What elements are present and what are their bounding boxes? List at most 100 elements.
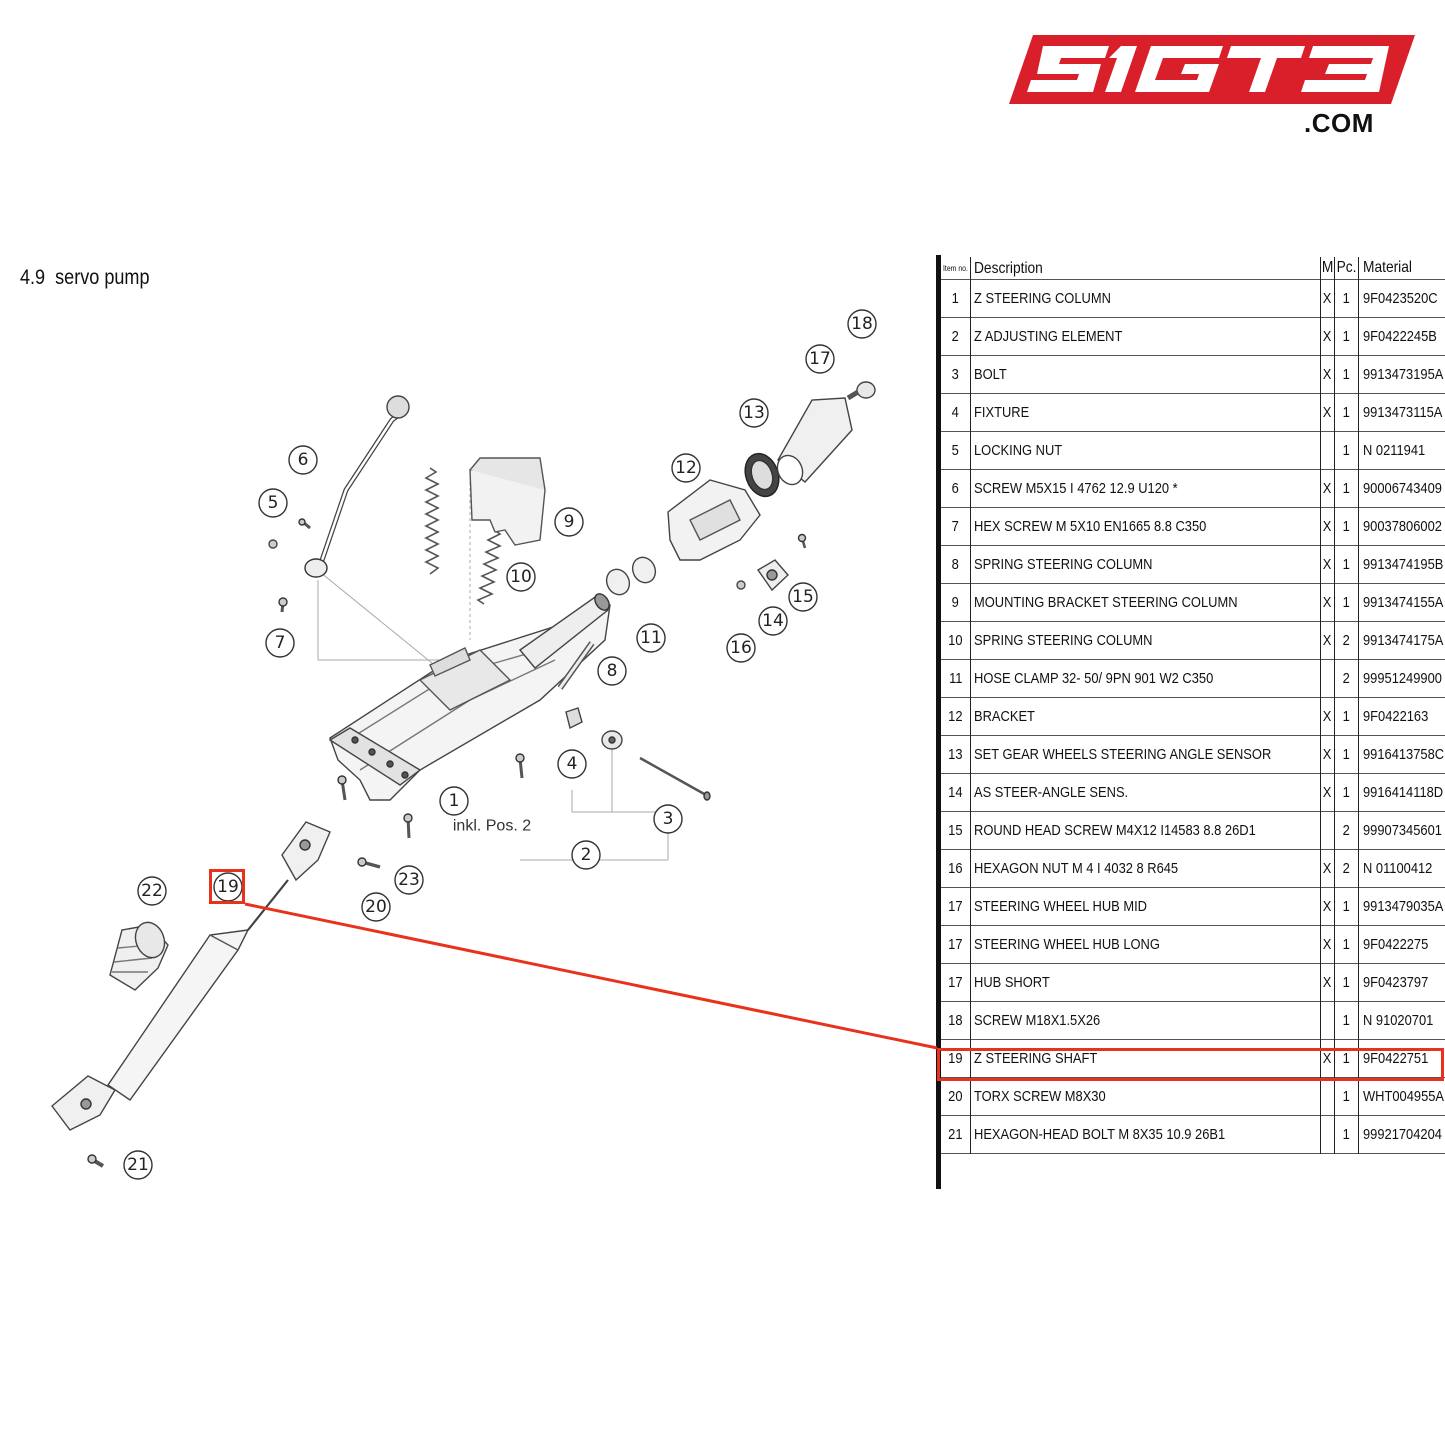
callout-15 (788, 582, 818, 612)
callout-8 (597, 656, 627, 686)
m-cell (1320, 431, 1335, 470)
callout-9 (554, 507, 584, 537)
material-cell: 90006743409 (1363, 480, 1442, 497)
description-cell: Z STEERING SHAFT (970, 1039, 1321, 1078)
pc-cell: 1 (1334, 469, 1360, 508)
item-no-cell: 21 (941, 1115, 971, 1154)
pc-cell: 1 (1334, 545, 1360, 584)
description-cell: SPRING STEERING COLUMN (970, 621, 1321, 660)
item-no-cell: 4 (941, 393, 971, 432)
callout-label-3: 3 (663, 809, 674, 829)
item-no-cell: 10 (941, 621, 971, 660)
m-cell: X (1320, 279, 1335, 318)
callout-6 (288, 445, 318, 475)
callout-2 (571, 840, 601, 870)
callout-label-12: 12 (675, 458, 697, 478)
description-cell: STEERING WHEEL HUB LONG (970, 925, 1321, 964)
callout-13 (739, 398, 769, 428)
highlight-box-row-19 (937, 1048, 1444, 1081)
material-cell: 9F0423520C (1363, 290, 1438, 307)
item-no-cell: 6 (941, 469, 971, 508)
description-cell: HEX SCREW M 5X10 EN1665 8.8 C350 (970, 507, 1321, 546)
material-cell: 9913474195B (1363, 556, 1444, 573)
material-cell: N 01100412 (1363, 860, 1433, 877)
callout-label-5: 5 (268, 493, 279, 513)
callout-23 (394, 865, 424, 895)
callout-17 (805, 344, 835, 374)
callout-22 (137, 876, 167, 906)
callout-label-21: 21 (127, 1155, 149, 1175)
material-cell: 9916414118D (1363, 784, 1444, 801)
callout-label-13: 13 (743, 403, 765, 423)
item-no-cell: 8 (941, 545, 971, 584)
item-no-cell: 3 (941, 355, 971, 394)
m-cell: X (1320, 545, 1335, 584)
pc-cell: 2 (1334, 849, 1360, 888)
material-cell: 99951249900 (1363, 670, 1442, 687)
description-cell: MOUNTING BRACKET STEERING COLUMN (970, 583, 1321, 622)
callout-10 (506, 562, 536, 592)
description-cell: LOCKING NUT (970, 431, 1321, 470)
pc-cell: 1 (1334, 583, 1360, 622)
material-cell: 99921704204 (1363, 1126, 1442, 1143)
item-no-cell: 17 (941, 925, 971, 964)
pc-cell: 2 (1334, 659, 1360, 698)
item-no-cell: 16 (941, 849, 971, 888)
item-no-cell: 1 (941, 279, 971, 318)
m-cell: X (1320, 355, 1335, 394)
highlight-box-callout-19 (209, 869, 245, 904)
item-no-cell: 12 (941, 697, 971, 736)
m-cell (1320, 1115, 1335, 1154)
pc-cell: 2 (1334, 811, 1360, 850)
m-cell: X (1320, 735, 1335, 774)
pc-cell: 1 (1334, 735, 1360, 774)
description-cell: HEXAGON-HEAD BOLT M 8X35 10.9 26B1 (970, 1115, 1321, 1154)
material-cell: 90037806002 (1363, 518, 1442, 535)
m-cell: X (1320, 583, 1335, 622)
callout-12 (671, 453, 701, 483)
item-no-cell: 19 (941, 1039, 971, 1078)
callout-11 (636, 623, 666, 653)
item-no-cell: 18 (941, 1001, 971, 1040)
item-no-cell: 9 (941, 583, 971, 622)
material-cell: 9916413758C (1363, 746, 1445, 763)
m-cell: X (1320, 621, 1335, 660)
pc-cell: 1 (1334, 925, 1360, 964)
callout-label-2: 2 (581, 845, 592, 865)
description-cell: HUB SHORT (970, 963, 1321, 1002)
pc-cell: 1 (1334, 1115, 1360, 1154)
callout-label-20: 20 (365, 897, 387, 917)
description-cell: Z STEERING COLUMN (970, 279, 1321, 318)
description-cell: Z ADJUSTING ELEMENT (970, 317, 1321, 356)
description-cell: BOLT (970, 355, 1321, 394)
table-header-row: Item no. Description M Pc. Material (941, 257, 1445, 280)
item-no-cell: 11 (941, 659, 971, 698)
pc-cell: 1 (1334, 697, 1360, 736)
callout-label-9: 9 (564, 512, 575, 532)
description-cell: STEERING WHEEL HUB MID (970, 887, 1321, 926)
m-cell: X (1320, 773, 1335, 812)
callout-label-16: 16 (730, 638, 752, 658)
diagram-note: inkl. Pos. 2 (453, 818, 531, 835)
m-cell (1320, 811, 1335, 850)
description-cell: SCREW M5X15 I 4762 12.9 U120 * (970, 469, 1321, 508)
material-cell: 9913473115A (1363, 404, 1443, 421)
pc-cell: 1 (1334, 1001, 1360, 1040)
callout-label-22: 22 (141, 881, 163, 901)
material-cell: 9F0422751 (1363, 1050, 1429, 1067)
pc-cell: 2 (1334, 621, 1360, 660)
exploded-parts-diagram: 1 2 3 4 5 6 7 8 9 10 11 12 13 14 15 16 1… (51, 309, 877, 1180)
m-cell: X (1320, 393, 1335, 432)
